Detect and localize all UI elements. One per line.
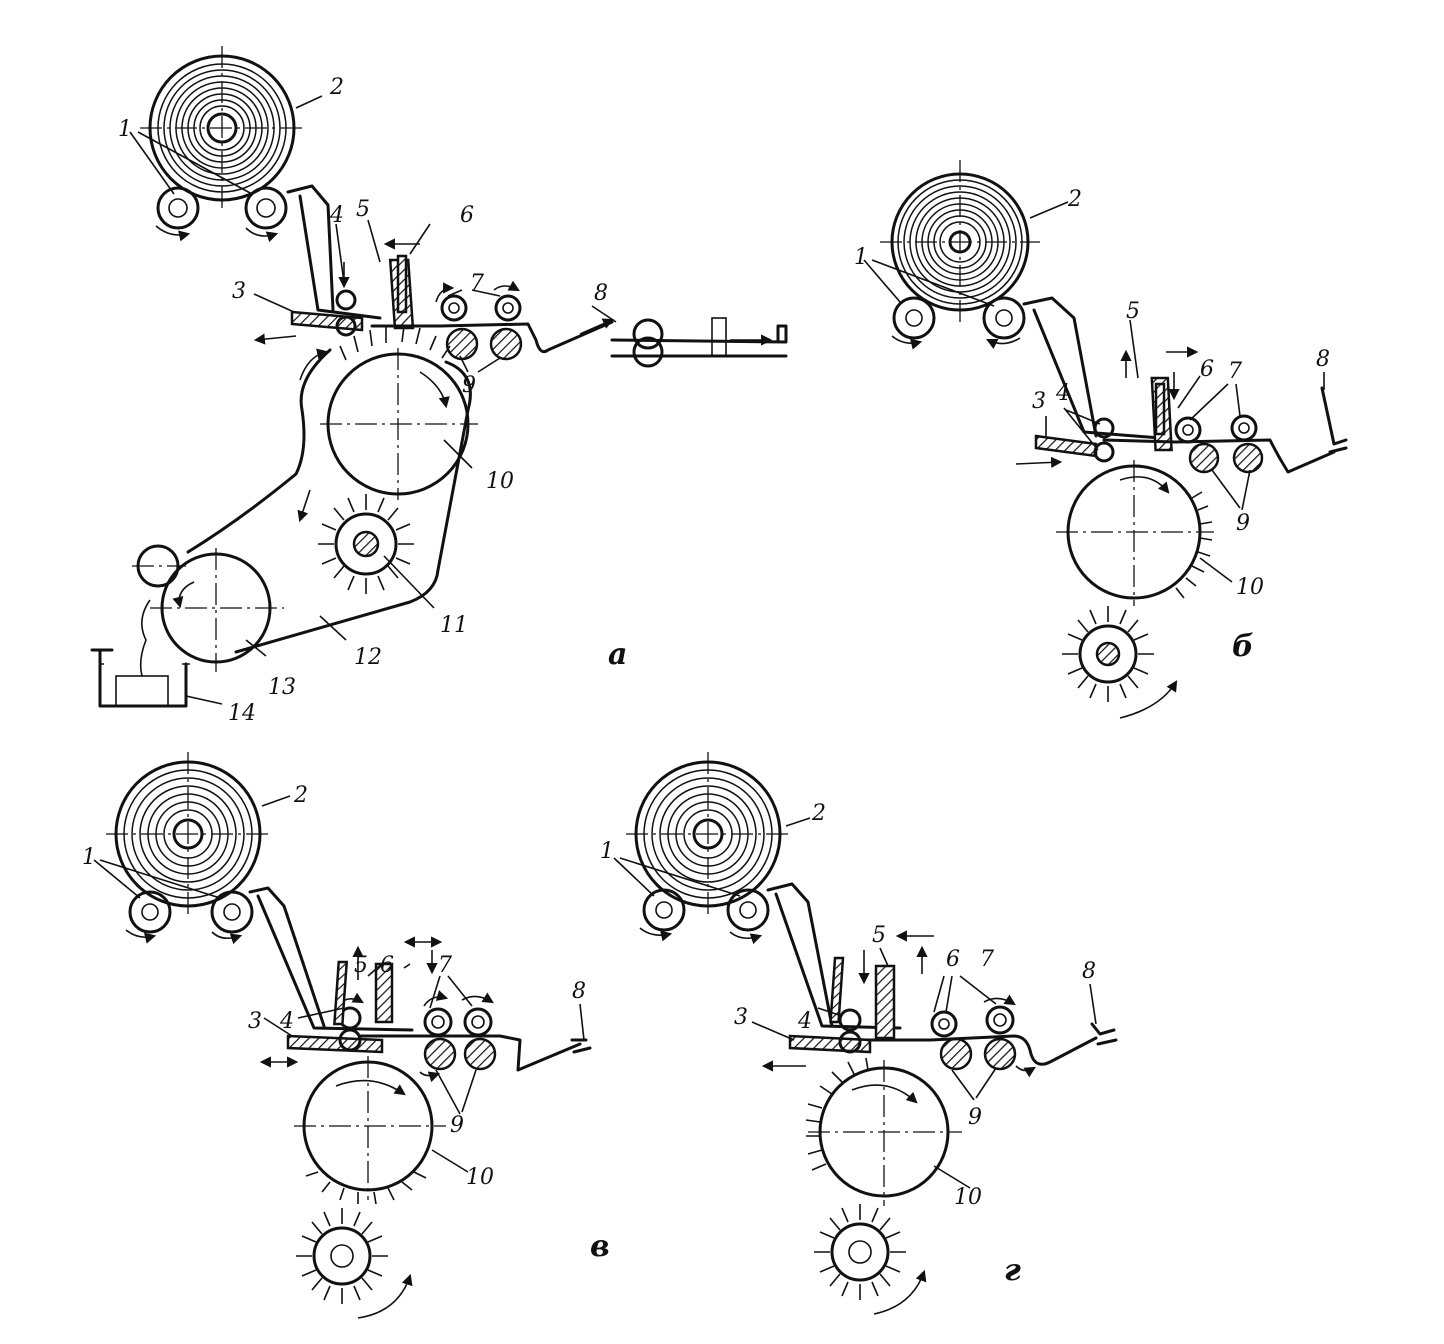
roller-pair: [155, 186, 288, 243]
roller-pair: [891, 296, 1026, 350]
lower-rollers: [1188, 442, 1220, 474]
label-10: 10: [1236, 575, 1264, 600]
knife: [374, 962, 394, 1024]
sheet-roll: [880, 160, 1040, 322]
label-13: 13: [268, 675, 296, 700]
label-2: 2: [811, 801, 826, 826]
feed-roller: [838, 1008, 862, 1032]
label-10: 10: [486, 469, 514, 494]
sheet-roll: [106, 752, 270, 916]
casing: [186, 348, 332, 554]
drum: [805, 1057, 962, 1206]
label-6: 6: [380, 953, 394, 978]
counter-knife: [396, 254, 408, 314]
panel-label-v: в: [590, 1229, 610, 1264]
label-5: 5: [354, 953, 368, 978]
drum: [294, 1056, 446, 1205]
chute: [286, 184, 335, 312]
label-4: 4: [797, 1009, 812, 1034]
label-5: 5: [1126, 299, 1140, 324]
label-3: 3: [734, 1005, 748, 1030]
knife: [874, 964, 896, 1040]
label-12: 12: [354, 645, 382, 670]
label-7: 7: [980, 947, 994, 972]
counter-knife: [333, 960, 349, 1026]
lower-rollers: [445, 327, 479, 361]
panel-v: 1 2 3 4 5 6 7 8 9 10 в: [82, 752, 610, 1319]
panel-a: 1 2 3 4 5 6 7 8 9 10 11 12 13 14 а: [90, 46, 788, 726]
upper-rollers: [440, 294, 468, 322]
roller-pair: [639, 888, 770, 945]
table: [788, 1034, 872, 1054]
label-1: 1: [118, 117, 132, 142]
label-5: 5: [356, 197, 370, 222]
label-2: 2: [293, 783, 308, 808]
label-2: 2: [1067, 187, 1082, 212]
label-1: 1: [82, 845, 96, 870]
output-unit: [1320, 386, 1348, 446]
panel-label-b: б: [1232, 629, 1254, 664]
bath: [90, 599, 190, 708]
counter-knife: [1154, 382, 1166, 436]
counter-knife: [829, 956, 845, 1024]
label-14: 14: [228, 701, 256, 726]
label-4: 4: [329, 203, 344, 228]
feed-roller: [1093, 417, 1115, 439]
label-5: 5: [872, 923, 886, 948]
brush: [814, 1204, 927, 1315]
label-8: 8: [594, 281, 608, 306]
output-unit: [610, 317, 788, 368]
brush: [318, 494, 414, 594]
label-10: 10: [466, 1165, 494, 1190]
lower-rollers: [423, 1037, 457, 1071]
label-11: 11: [440, 613, 468, 638]
label-3: 3: [248, 1009, 262, 1034]
oil-roller: [132, 544, 284, 672]
label-4: 4: [1055, 381, 1070, 406]
label-8: 8: [1082, 959, 1096, 984]
label-6: 6: [1200, 357, 1214, 382]
lower-rollers: [939, 1037, 973, 1071]
upper-rollers: [1174, 416, 1202, 444]
panel-label-g: г: [1004, 1253, 1021, 1288]
panel-g: 1 2 3 4 5 6 7 8 9 10 г: [600, 752, 1118, 1315]
table: [1034, 434, 1098, 458]
label-7: 7: [438, 953, 452, 978]
table: [286, 1034, 384, 1054]
label-8: 8: [572, 979, 586, 1004]
label-9: 9: [462, 373, 476, 398]
label-2: 2: [329, 75, 344, 100]
label-8: 8: [1316, 347, 1330, 372]
label-7: 7: [1228, 359, 1242, 384]
panel-label-a: а: [608, 637, 627, 672]
label-6: 6: [460, 203, 474, 228]
label-9: 9: [1236, 511, 1250, 536]
label-10: 10: [954, 1185, 982, 1210]
label-6: 6: [946, 947, 960, 972]
roller-pair: [125, 890, 254, 945]
label-1: 1: [600, 839, 614, 864]
label-7: 7: [470, 271, 484, 296]
upper-rollers: [423, 1007, 453, 1037]
drum: [1056, 460, 1214, 606]
sheet-roll: [626, 752, 790, 916]
drum: [320, 348, 478, 500]
label-3: 3: [1032, 389, 1046, 414]
label-3: 3: [232, 279, 246, 304]
label-1: 1: [854, 245, 868, 270]
panel-b: 1 2 3 4 5 6 7 8 9 10 б: [854, 160, 1348, 719]
label-4: 4: [279, 1009, 294, 1034]
output-unit: [1090, 1022, 1116, 1036]
brush: [296, 1208, 413, 1319]
label-9: 9: [968, 1105, 982, 1130]
label-9: 9: [450, 1113, 464, 1138]
upper-rollers: [930, 1010, 958, 1038]
feed-roller: [335, 289, 357, 311]
brush: [1062, 606, 1178, 719]
sheet-roll: [140, 46, 304, 210]
